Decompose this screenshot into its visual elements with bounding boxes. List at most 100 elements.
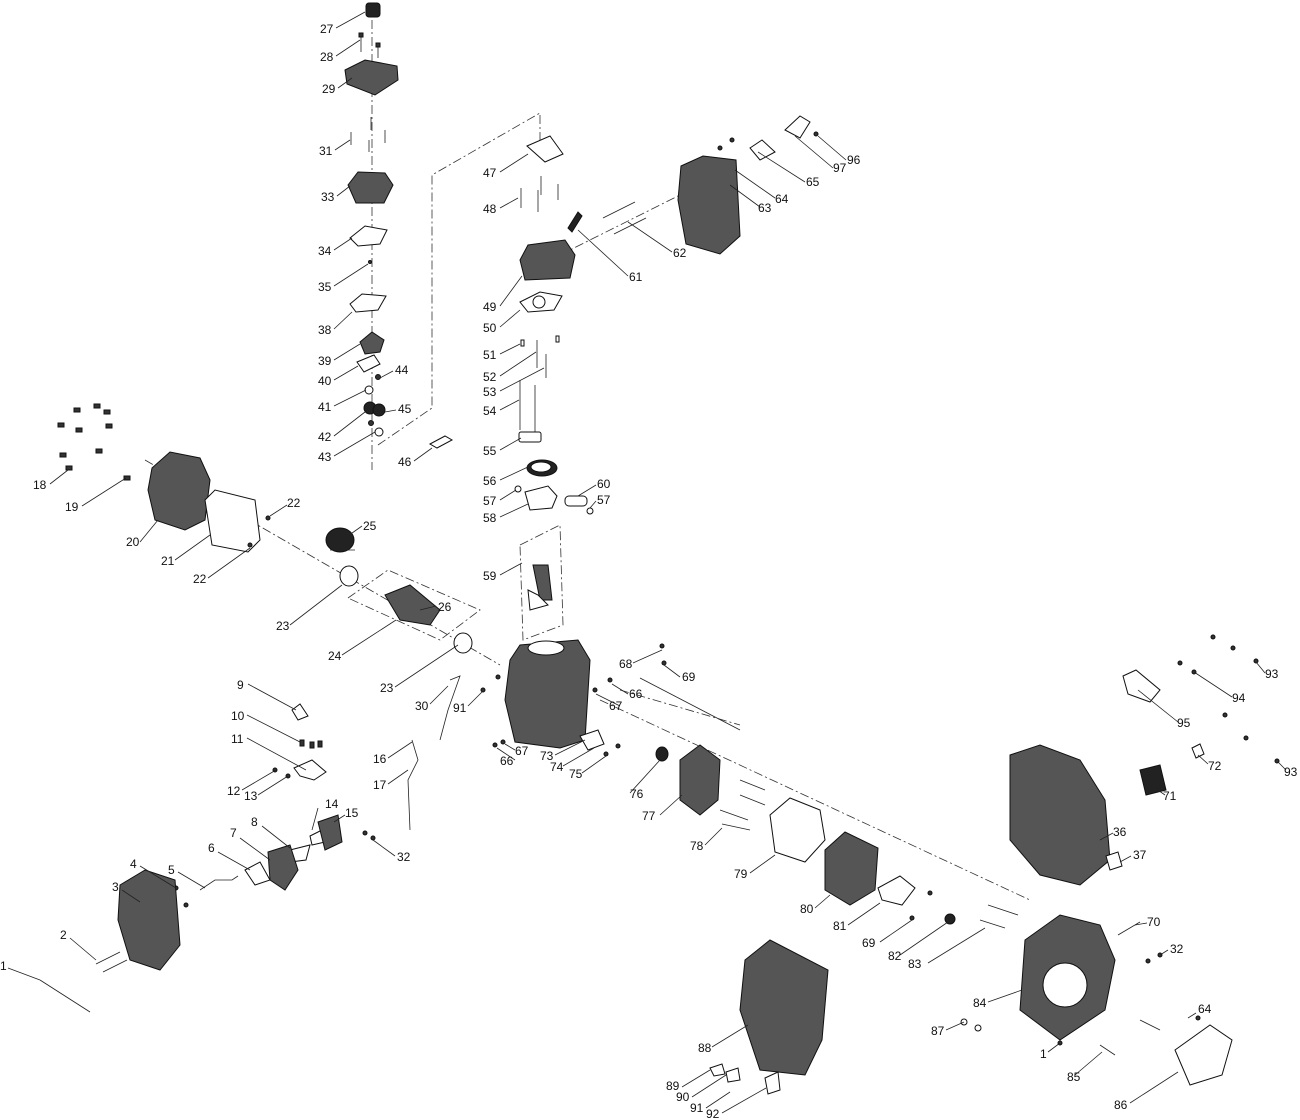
label-24: 24 — [328, 649, 342, 663]
label-69-lower: 69 — [862, 936, 876, 950]
label-93-lower: 93 — [1284, 765, 1298, 779]
label-97: 97 — [833, 161, 847, 175]
part-79-flywheel — [769, 797, 826, 863]
label-87: 87 — [931, 1024, 945, 1038]
label-10: 10 — [231, 709, 245, 723]
label-72: 72 — [1208, 759, 1222, 773]
label-21: 21 — [161, 554, 175, 568]
label-6: 6 — [208, 841, 215, 855]
label-22-lower: 22 — [193, 572, 207, 586]
part-63-air-shroud — [677, 155, 741, 255]
label-19: 19 — [65, 500, 79, 514]
assembly-center-lines — [144, 20, 1031, 901]
label-37: 37 — [1133, 848, 1147, 862]
label-66: 66 — [500, 754, 514, 768]
label-44: 44 — [395, 363, 409, 377]
part-number-labels: 27 28 29 31 33 34 35 38 39 40 44 41 42 4… — [0, 22, 1298, 1120]
label-83: 83 — [908, 957, 922, 971]
label-76: 76 — [630, 787, 644, 801]
label-42: 42 — [318, 430, 332, 444]
label-62: 62 — [673, 246, 687, 260]
label-95: 95 — [1177, 716, 1191, 730]
label-3: 3 — [112, 880, 119, 894]
label-52: 52 — [483, 370, 497, 384]
label-86: 86 — [1114, 1098, 1128, 1112]
label-94: 94 — [1232, 691, 1246, 705]
label-11: 11 — [231, 732, 244, 746]
label-96: 96 — [847, 153, 861, 167]
label-1: 1 — [0, 959, 7, 973]
label-57: 57 — [483, 494, 497, 508]
part-49-cylinder-head — [519, 239, 576, 281]
part-77-stator — [679, 744, 721, 816]
label-29: 29 — [322, 82, 336, 96]
part-engine-block — [504, 639, 591, 749]
label-67: 67 — [515, 744, 529, 758]
label-46: 46 — [398, 455, 412, 469]
label-36: 36 — [1113, 825, 1127, 839]
label-18: 18 — [33, 478, 47, 492]
label-53: 53 — [483, 385, 497, 399]
label-4: 4 — [130, 857, 137, 871]
label-28: 28 — [320, 50, 334, 64]
label-65: 65 — [806, 175, 820, 189]
bolt-cluster — [57, 403, 131, 481]
label-91-lower: 91 — [690, 1101, 704, 1115]
part-36-blower-housing — [1009, 744, 1111, 886]
label-48: 48 — [483, 202, 497, 216]
label-82: 82 — [888, 949, 902, 963]
label-90: 90 — [676, 1090, 690, 1104]
part-80-fan — [824, 831, 879, 906]
label-43: 43 — [318, 450, 332, 464]
label-60: 60 — [597, 477, 611, 491]
label-81: 81 — [833, 919, 847, 933]
label-66-right: 66 — [629, 687, 643, 701]
label-70: 70 — [1147, 915, 1161, 929]
label-78: 78 — [690, 839, 704, 853]
part-20-crankcase-cover — [147, 451, 211, 531]
label-58: 58 — [483, 511, 497, 525]
label-63: 63 — [758, 201, 772, 215]
label-31: 31 — [319, 144, 333, 158]
label-27: 27 — [320, 22, 334, 36]
label-26: 26 — [438, 600, 452, 614]
label-17: 17 — [373, 778, 387, 792]
label-85: 85 — [1067, 1070, 1081, 1084]
part-86-recoil-starter — [1174, 1024, 1233, 1086]
label-64-lower: 64 — [1198, 1002, 1212, 1016]
label-14: 14 — [325, 797, 339, 811]
label-13: 13 — [244, 789, 258, 803]
label-79: 79 — [734, 867, 748, 881]
label-22: 22 — [287, 496, 301, 510]
label-93: 93 — [1265, 667, 1279, 681]
part-33-head — [347, 171, 394, 204]
label-89: 89 — [666, 1079, 680, 1093]
label-34: 34 — [318, 244, 332, 258]
label-61: 61 — [629, 270, 643, 284]
label-47: 47 — [483, 166, 497, 180]
label-73: 73 — [540, 749, 554, 763]
label-23: 23 — [276, 619, 290, 633]
label-23-lower: 23 — [380, 681, 394, 695]
label-51: 51 — [483, 348, 497, 362]
label-35: 35 — [318, 280, 332, 294]
label-69: 69 — [682, 670, 696, 684]
label-55: 55 — [483, 444, 497, 458]
label-64: 64 — [775, 192, 789, 206]
label-32: 32 — [397, 850, 411, 864]
label-7: 7 — [230, 826, 237, 840]
label-5: 5 — [168, 863, 175, 877]
label-8: 8 — [251, 815, 258, 829]
label-38: 38 — [318, 323, 332, 337]
part-29-rocker-cover — [344, 59, 399, 96]
label-84: 84 — [973, 996, 987, 1010]
label-75: 75 — [569, 767, 583, 781]
label-39: 39 — [318, 354, 332, 368]
label-92: 92 — [706, 1107, 720, 1120]
label-59: 59 — [483, 569, 497, 583]
label-2: 2 — [60, 928, 67, 942]
label-68: 68 — [619, 657, 633, 671]
label-80: 80 — [800, 902, 814, 916]
label-32-right: 32 — [1170, 942, 1184, 956]
